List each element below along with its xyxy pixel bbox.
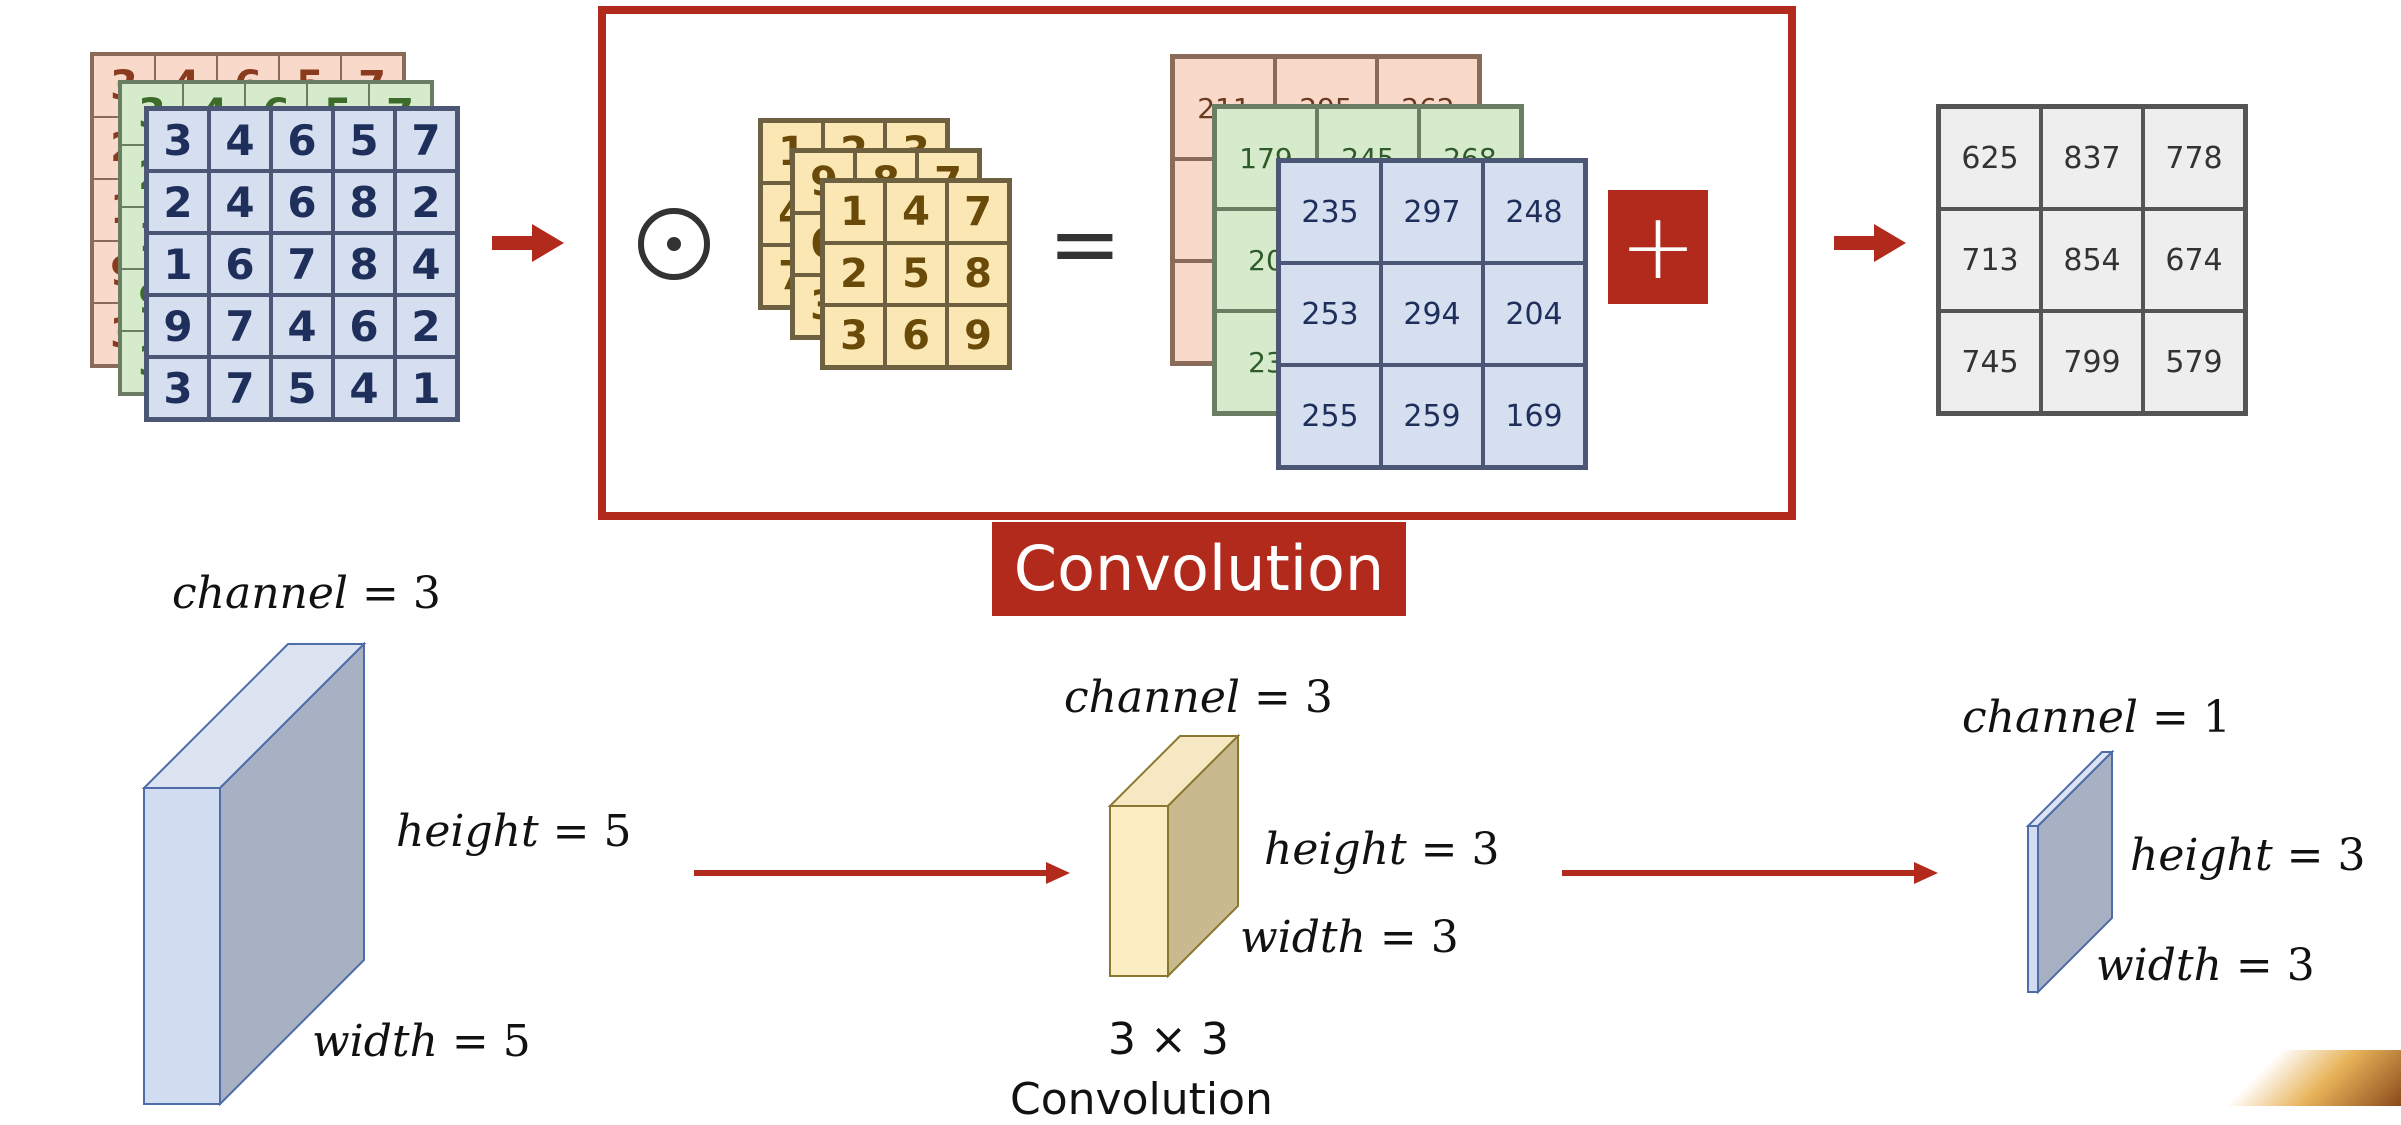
convolution-box bbox=[598, 6, 1796, 520]
matrix-cell: 1 bbox=[147, 233, 209, 295]
matrix-cell: 4 bbox=[209, 171, 271, 233]
matrix-cell: 6 bbox=[271, 171, 333, 233]
kernel-cell: 4 bbox=[885, 181, 947, 243]
kernel-cell: 6 bbox=[885, 305, 947, 367]
kernel-cell: 9 bbox=[947, 305, 1009, 367]
matrix-cell: 6 bbox=[333, 295, 395, 357]
arrow-right-icon bbox=[492, 224, 564, 262]
partial-sum-cell: 297 bbox=[1381, 161, 1483, 263]
convolution-banner: Convolution bbox=[992, 522, 1406, 616]
matrix-cell: 4 bbox=[209, 109, 271, 171]
partial-sum-cell: 169 bbox=[1483, 365, 1585, 467]
input-width-label: width = 5 bbox=[312, 1016, 531, 1067]
plus-symbol: + bbox=[1619, 193, 1697, 300]
matrix-cell: 4 bbox=[395, 233, 457, 295]
output-cell: 625 bbox=[1939, 107, 2041, 209]
partial-sum-cell: 248 bbox=[1483, 161, 1585, 263]
equals-sign: = bbox=[1048, 192, 1122, 295]
partial-sum-cell: 259 bbox=[1381, 365, 1483, 467]
kernel-cell: 2 bbox=[823, 243, 885, 305]
matrix-cell: 3 bbox=[147, 357, 209, 419]
input-height-label: height = 5 bbox=[396, 806, 632, 857]
matrix-cell: 2 bbox=[147, 171, 209, 233]
convolution-banner-label: Convolution bbox=[1013, 532, 1385, 605]
matrix-cell: 7 bbox=[271, 233, 333, 295]
output-width-label: width = 3 bbox=[2096, 940, 2315, 991]
partial-sum-cell: 253 bbox=[1279, 263, 1381, 365]
partial-sum-cell: 255 bbox=[1279, 365, 1381, 467]
output-cell: 745 bbox=[1939, 311, 2041, 413]
matrix-cell: 9 bbox=[147, 295, 209, 357]
matrix-cell: 7 bbox=[209, 357, 271, 419]
matrix-cell: 2 bbox=[395, 295, 457, 357]
arrow-right-icon bbox=[1834, 224, 1906, 262]
matrix-cell: 7 bbox=[209, 295, 271, 357]
partial-sum-cell: 204 bbox=[1483, 263, 1585, 365]
sum-plus-icon: + bbox=[1608, 190, 1708, 304]
matrix-cell: 6 bbox=[209, 233, 271, 295]
output-cell: 713 bbox=[1939, 209, 2041, 311]
kernel-cell: 3 bbox=[823, 305, 885, 367]
input-channel-label: channel = 3 bbox=[172, 568, 441, 619]
matrix-cell: 2 bbox=[395, 171, 457, 233]
output-cell: 854 bbox=[2041, 209, 2143, 311]
output-cell: 837 bbox=[2041, 107, 2143, 209]
matrix-cell: 6 bbox=[271, 109, 333, 171]
matrix-cell: 8 bbox=[333, 171, 395, 233]
webcam-thumbnail bbox=[2206, 1050, 2401, 1106]
output-cell: 799 bbox=[2041, 311, 2143, 413]
matrix-cell: 5 bbox=[271, 357, 333, 419]
kernel-size-label: 3 × 3 bbox=[1108, 1014, 1229, 1065]
output-cell: 778 bbox=[2143, 107, 2245, 209]
kernel-volume bbox=[1107, 733, 1241, 979]
output-cell: 579 bbox=[2143, 311, 2245, 413]
kernel-cell: 8 bbox=[947, 243, 1009, 305]
kernel-cell: 7 bbox=[947, 181, 1009, 243]
kernel-width-label: width = 3 bbox=[1240, 912, 1459, 963]
arrow-right-icon bbox=[1562, 862, 1938, 884]
kernel-channel-label: channel = 3 bbox=[1064, 672, 1333, 723]
input-volume bbox=[141, 641, 367, 1106]
matrix-cell: 3 bbox=[147, 109, 209, 171]
matrix-cell: 5 bbox=[333, 109, 395, 171]
output-channel-label: channel = 1 bbox=[1962, 692, 2231, 743]
matrix-cell: 4 bbox=[271, 295, 333, 357]
output-cell: 674 bbox=[2143, 209, 2245, 311]
partial-sum-cell: 235 bbox=[1279, 161, 1381, 263]
partial-sum-cell: 294 bbox=[1381, 263, 1483, 365]
arrow-right-icon bbox=[694, 862, 1070, 884]
matrix-cell: 8 bbox=[333, 233, 395, 295]
matrix-cell: 1 bbox=[395, 357, 457, 419]
kernel-height-label: height = 3 bbox=[1264, 824, 1500, 875]
matrix-cell: 7 bbox=[395, 109, 457, 171]
kernel-cell: 1 bbox=[823, 181, 885, 243]
elementwise-product-icon bbox=[638, 208, 710, 280]
output-height-label: height = 3 bbox=[2130, 830, 2366, 881]
kernel-caption: Convolution bbox=[1010, 1074, 1273, 1125]
kernel-cell: 5 bbox=[885, 243, 947, 305]
matrix-cell: 4 bbox=[333, 357, 395, 419]
output-volume bbox=[2025, 749, 2115, 995]
